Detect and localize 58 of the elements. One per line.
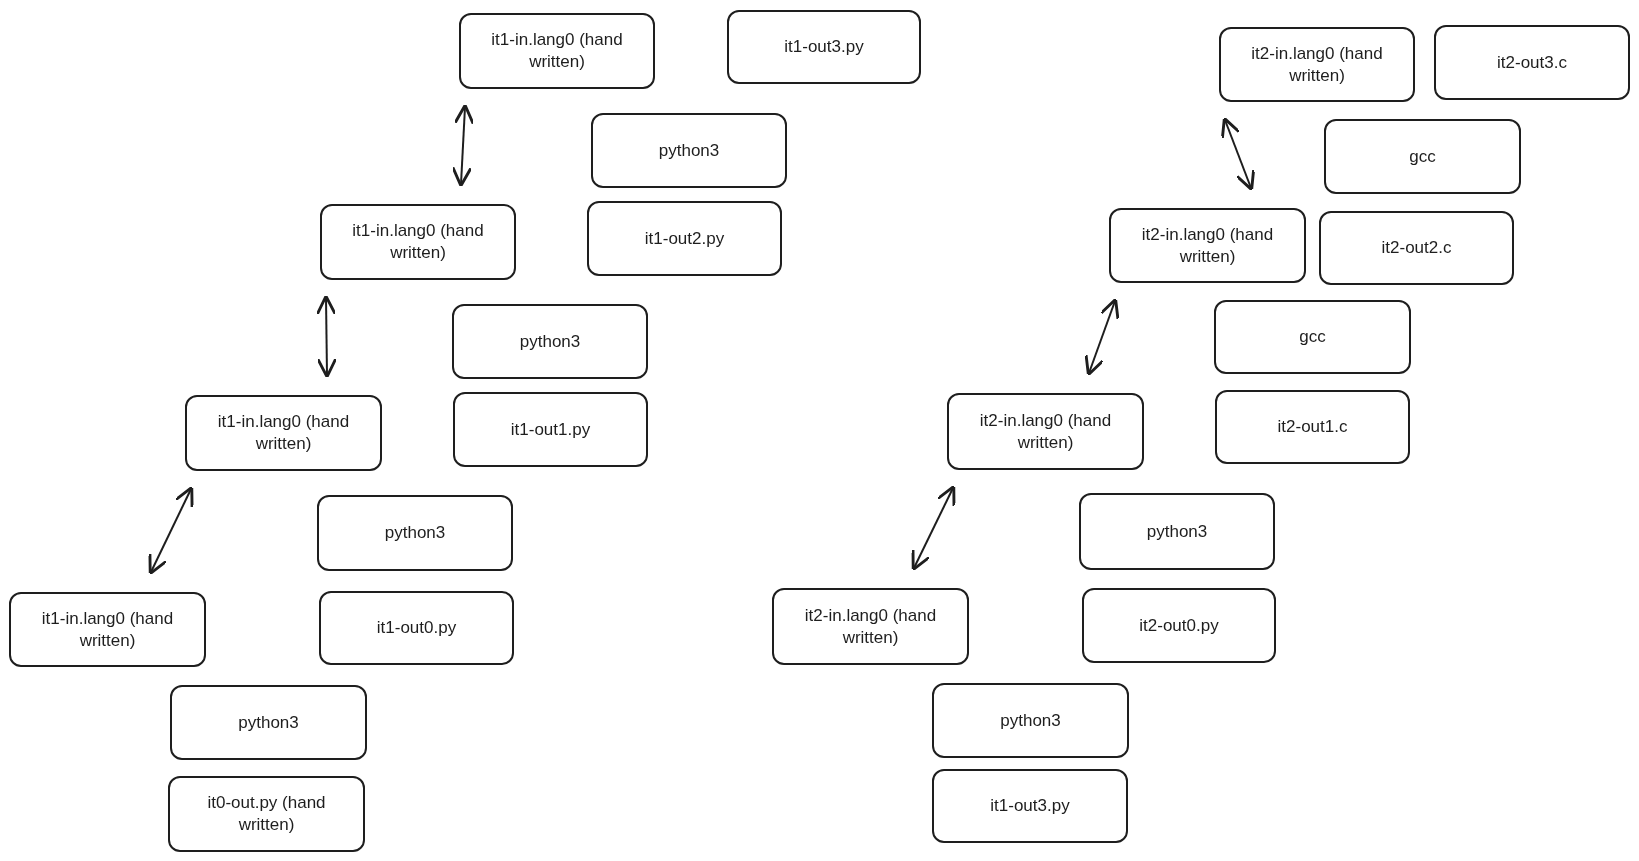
box-label: it2-in.lang0 (hand written) — [1250, 42, 1384, 87]
process-box — [591, 113, 787, 188]
process-box — [320, 204, 516, 280]
box-label: it0-out.py (hand written) — [206, 792, 327, 836]
process-box — [453, 392, 648, 467]
process-box — [1082, 588, 1276, 663]
process-box — [727, 10, 921, 84]
box-label: it1-out2.py — [644, 227, 725, 250]
box-label: it2-out3.c — [1497, 51, 1567, 74]
double-arrow — [315, 294, 338, 379]
process-box — [1214, 300, 1411, 374]
double-arrow — [1220, 116, 1256, 192]
box-label: it1-in.lang0 (hand written) — [490, 29, 624, 73]
box-label: it2-in.lang0 (hand written) — [978, 409, 1113, 454]
process-box — [452, 304, 648, 379]
process-box — [947, 393, 1144, 470]
double-arrow — [451, 103, 475, 188]
box-label: gcc — [1299, 326, 1326, 348]
double-arrow — [911, 484, 956, 572]
process-box — [168, 776, 365, 852]
process-box — [1319, 211, 1514, 285]
double-arrow — [148, 485, 194, 576]
process-box — [1109, 208, 1306, 283]
box-label: python3 — [658, 139, 720, 162]
process-box — [1219, 27, 1415, 102]
box-label: it1-out1.py — [510, 418, 591, 441]
process-box — [772, 588, 969, 665]
box-label: it2-in.lang0 (hand written) — [803, 604, 938, 649]
box-label: gcc — [1409, 145, 1436, 168]
process-box — [1434, 25, 1630, 100]
box-label: it2-out1.c — [1277, 416, 1348, 438]
box-label: python3 — [1000, 709, 1061, 732]
box-label: it1-in.lang0 (hand written) — [40, 607, 175, 652]
box-label: python3 — [384, 522, 446, 544]
process-box — [932, 683, 1129, 758]
process-box — [185, 395, 382, 471]
box-label: it2-in.lang0 (hand written) — [1140, 223, 1275, 268]
box-label: it1-out3.py — [990, 795, 1070, 817]
process-box — [932, 769, 1128, 843]
box-label: python3 — [519, 330, 581, 353]
process-box — [587, 201, 782, 276]
box-label: it1-out3.py — [784, 36, 864, 58]
process-box — [459, 13, 655, 89]
box-label: python3 — [1146, 520, 1208, 543]
process-box — [1079, 493, 1275, 570]
process-box — [319, 591, 514, 665]
process-box — [9, 592, 206, 667]
process-box — [1324, 119, 1521, 194]
box-label: it1-out0.py — [376, 617, 457, 639]
box-label: it2-out2.c — [1381, 237, 1452, 259]
process-box — [1215, 390, 1410, 464]
box-label: it2-out0.py — [1139, 614, 1219, 637]
box-label: it1-in.lang0 (hand written) — [216, 411, 351, 455]
box-label: python3 — [238, 711, 299, 734]
process-box — [170, 685, 367, 760]
process-box — [317, 495, 513, 571]
box-label: it1-in.lang0 (hand written) — [351, 220, 485, 264]
double-arrow — [1084, 297, 1120, 377]
